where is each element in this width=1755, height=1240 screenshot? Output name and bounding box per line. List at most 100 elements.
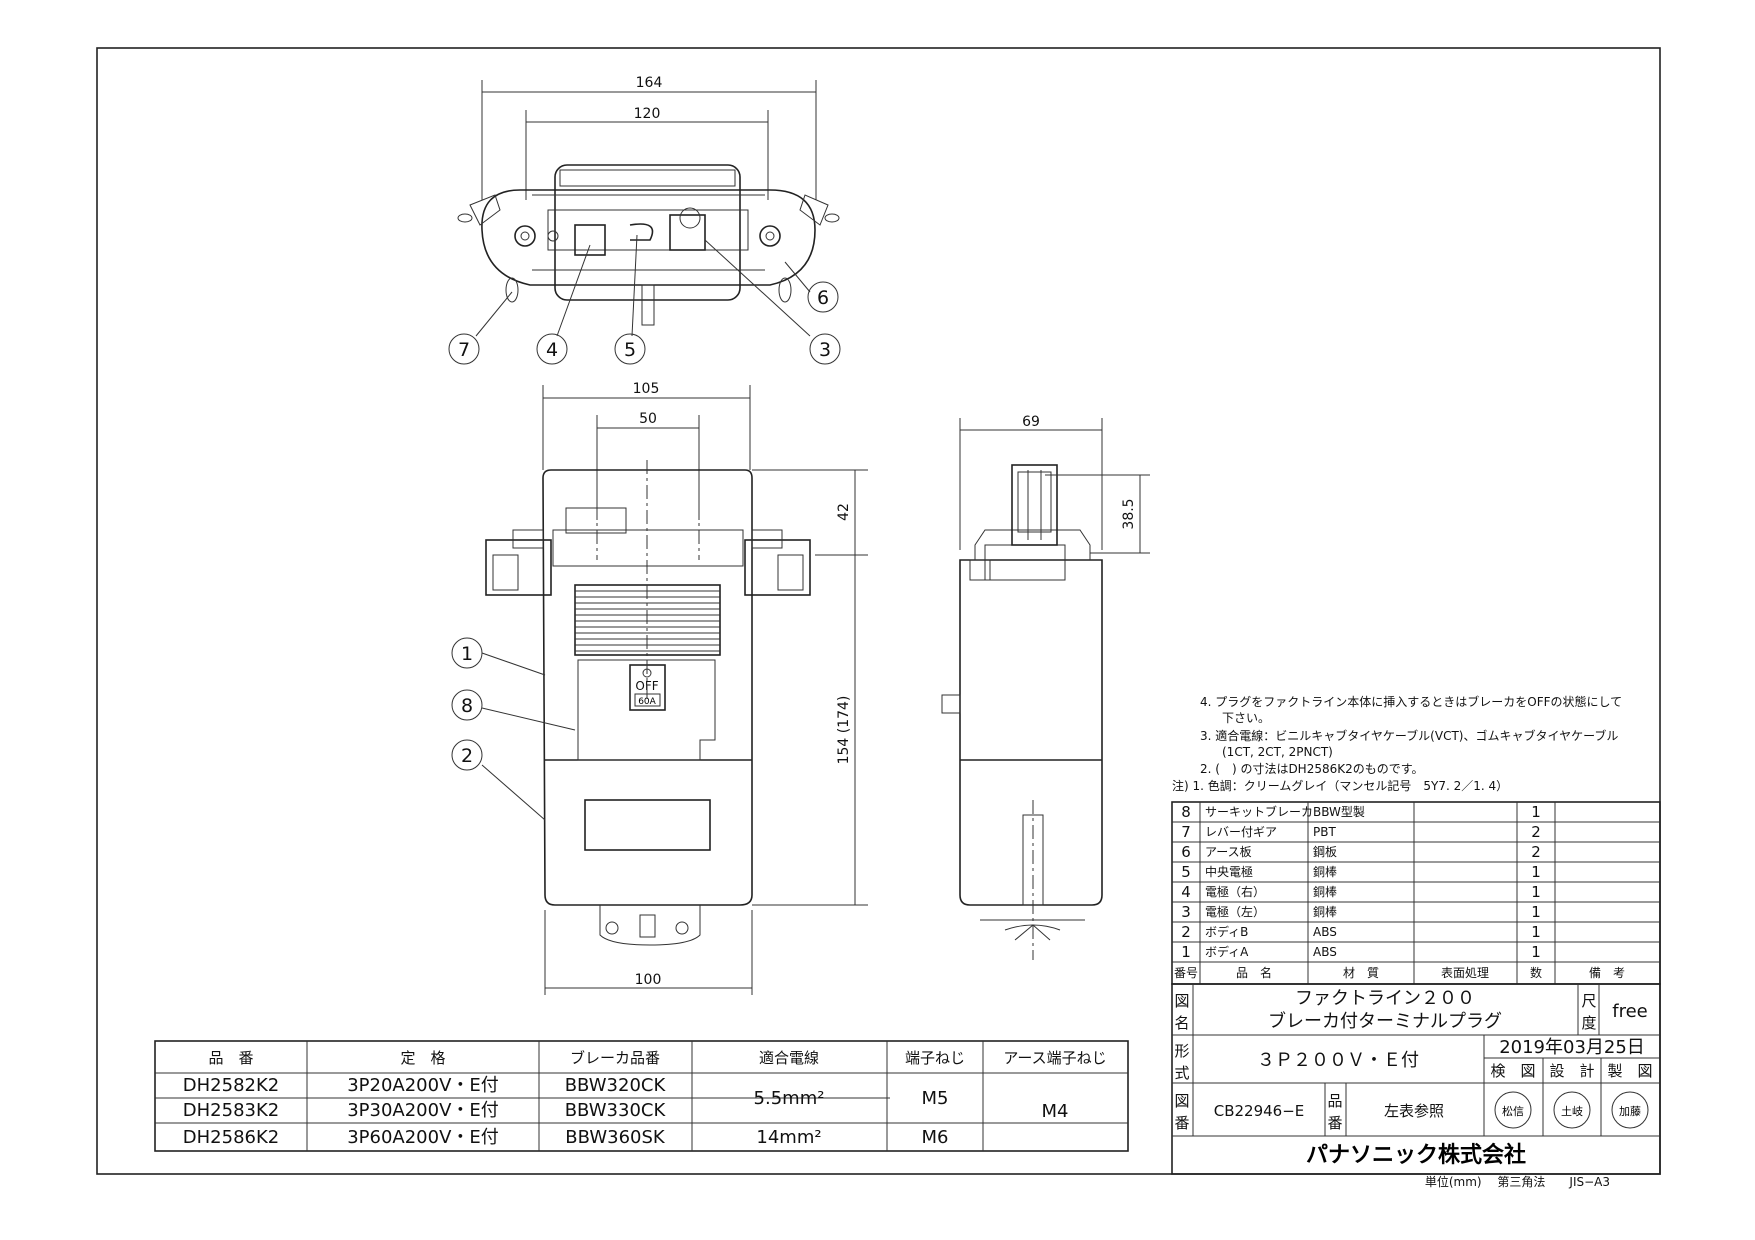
parts-header-material: 材 質 bbox=[1343, 965, 1379, 980]
spec-row-1-rating: 3P20A200V・E付 bbox=[347, 1075, 499, 1096]
spec-row-2-breaker: BBW330CK bbox=[565, 1100, 667, 1121]
spec-table: 品 番 定 格 ブレーカ品番 適合電線 端子ねじ アース端子ねじ DH2582K… bbox=[154, 1040, 1129, 1152]
company-name: パナソニック株式会社 bbox=[1306, 1142, 1526, 1168]
dim-120: 120 bbox=[634, 106, 661, 122]
part-qty: 1 bbox=[1531, 923, 1541, 941]
scale-value: free bbox=[1612, 1001, 1648, 1022]
parts-header-remarks: 備 考 bbox=[1589, 965, 1625, 980]
part-material: PBT bbox=[1313, 825, 1336, 839]
balloon-6: 6 bbox=[817, 287, 829, 309]
balloon-8: 8 bbox=[461, 695, 473, 717]
part-material: ABS bbox=[1313, 925, 1337, 939]
part-material: 銅棒 bbox=[1313, 865, 1337, 879]
drawing-date: 2019年03月25日 bbox=[1499, 1037, 1645, 1058]
spec-header-product: 品 番 bbox=[208, 1049, 253, 1067]
part-qty: 2 bbox=[1531, 843, 1541, 861]
part-qty: 2 bbox=[1531, 823, 1541, 841]
part-no: 1 bbox=[1181, 943, 1191, 961]
role-design: 設 計 bbox=[1549, 1062, 1594, 1080]
parts-header-finish: 表面処理 bbox=[1441, 966, 1489, 980]
stamp-drafter bbox=[1611, 1091, 1649, 1129]
stamp-checker bbox=[1494, 1091, 1532, 1129]
part-no-value: 左表参照 bbox=[1384, 1102, 1444, 1120]
spec-screw-m6: M6 bbox=[922, 1127, 949, 1148]
spec-row-2-product: DH2583K2 bbox=[183, 1100, 279, 1121]
dim-105: 105 bbox=[633, 381, 660, 397]
part-name: アース板 bbox=[1205, 845, 1252, 859]
spec-row-1-breaker: BBW320CK bbox=[565, 1075, 667, 1096]
balloon-1: 1 bbox=[461, 643, 473, 665]
part-no: 3 bbox=[1181, 903, 1191, 921]
spec-header-terminal-screw: 端子ねじ bbox=[905, 1049, 965, 1067]
dim-50: 50 bbox=[639, 411, 657, 427]
dim-42: 42 bbox=[836, 503, 852, 521]
spec-header-rating: 定 格 bbox=[400, 1049, 445, 1067]
part-no: 4 bbox=[1181, 883, 1191, 901]
part-material: ABS bbox=[1313, 945, 1337, 959]
dim-69: 69 bbox=[1022, 414, 1040, 430]
spec-earth-m4: M4 bbox=[1042, 1101, 1069, 1122]
notes: 4. プラグをファクトライン本体に挿入するときはブレーカをOFFの状態にして 下… bbox=[1172, 694, 1622, 793]
role-draw: 製 図 bbox=[1607, 1062, 1652, 1080]
drawing-no: CB22946−E bbox=[1214, 1102, 1305, 1120]
dim-164: 164 bbox=[636, 75, 663, 91]
drawing-no-label-1: 図 bbox=[1174, 1092, 1189, 1110]
top-view: 164 120 7 bbox=[448, 75, 841, 365]
spec-header-breaker: ブレーカ品番 bbox=[570, 1049, 660, 1067]
dim-100: 100 bbox=[635, 972, 662, 988]
parts-table: 8 サーキットブレーカ BBW型製 1 7 レバー付ギア PBT 2 6 アース… bbox=[1171, 801, 1661, 985]
part-qty: 1 bbox=[1531, 943, 1541, 961]
note-3a: 3. 適合電線：ビニルキャブタイヤケーブル(VCT)、ゴムキャブタイヤケーブル bbox=[1200, 728, 1618, 743]
spec-wire-14: 14mm² bbox=[756, 1127, 821, 1148]
spec-screw-m5: M5 bbox=[922, 1088, 949, 1109]
part-name: サーキットブレーカ bbox=[1205, 804, 1313, 819]
dim-154: 154 (174) bbox=[836, 696, 852, 765]
part-material: BBW型製 bbox=[1313, 805, 1365, 819]
scale-label-2: 度 bbox=[1581, 1014, 1596, 1032]
part-name: 電極（右） bbox=[1205, 884, 1265, 899]
spec-wire-5-5: 5.5mm² bbox=[754, 1088, 825, 1109]
balloon-2: 2 bbox=[461, 745, 473, 767]
part-qty: 1 bbox=[1531, 803, 1541, 821]
part-name: 電極（左） bbox=[1205, 904, 1265, 919]
balloon-4: 4 bbox=[546, 339, 558, 361]
balloon-7: 7 bbox=[458, 339, 470, 361]
scale-label-1: 尺 bbox=[1581, 992, 1596, 1010]
part-no: 6 bbox=[1181, 843, 1191, 861]
switch-rating-label: 60A bbox=[638, 697, 656, 707]
balloon-5: 5 bbox=[624, 339, 636, 361]
title-label-mei: 名 bbox=[1174, 1014, 1189, 1032]
note-2: 2. ( ) の寸法はDH2586K2のものです。 bbox=[1200, 762, 1424, 776]
spec-row-3-breaker: BBW360SK bbox=[565, 1127, 666, 1148]
sheet-border bbox=[96, 47, 1661, 1175]
parts-header-qty: 数 bbox=[1530, 965, 1542, 980]
spec-row-3-product: DH2586K2 bbox=[183, 1127, 279, 1148]
part-no: 7 bbox=[1181, 823, 1191, 841]
spec-header-earth-screw: アース端子ねじ bbox=[1003, 1049, 1106, 1067]
balloon-3: 3 bbox=[819, 339, 831, 361]
parts-header-name: 品 名 bbox=[1236, 965, 1272, 980]
part-name: レバー付ギア bbox=[1205, 825, 1277, 839]
type-label-1: 形 bbox=[1174, 1042, 1189, 1060]
parts-header-no: 番号 bbox=[1174, 966, 1198, 980]
stamp-drafter-text: 加藤 bbox=[1619, 1105, 1641, 1118]
part-no: 5 bbox=[1181, 863, 1191, 881]
stamp-designer bbox=[1553, 1091, 1591, 1129]
role-check: 検 図 bbox=[1490, 1062, 1535, 1080]
title-label-zu: 図 bbox=[1174, 992, 1189, 1010]
spec-row-2-rating: 3P30A200V・E付 bbox=[347, 1100, 499, 1121]
drawing-no-label-2: 番 bbox=[1174, 1114, 1189, 1132]
stamp-checker-text: 松信 bbox=[1502, 1104, 1524, 1118]
part-name: 中央電極 bbox=[1205, 864, 1253, 879]
side-view: 69 38.5 bbox=[941, 414, 1150, 960]
part-material: 鋼板 bbox=[1313, 845, 1337, 859]
note-3b: (1CT, 2CT, 2PNCT) bbox=[1222, 745, 1333, 759]
dim-38-5: 38.5 bbox=[1121, 498, 1137, 529]
part-no-label-2: 番 bbox=[1327, 1114, 1342, 1132]
part-qty: 1 bbox=[1531, 863, 1541, 881]
part-material: 銅棒 bbox=[1313, 885, 1337, 899]
part-name: ボディA bbox=[1205, 944, 1249, 959]
spec-row-3-rating: 3P60A200V・E付 bbox=[347, 1127, 499, 1148]
footer-units: 単位(mm) 第三角法 JIS−A3 bbox=[1425, 1174, 1610, 1189]
